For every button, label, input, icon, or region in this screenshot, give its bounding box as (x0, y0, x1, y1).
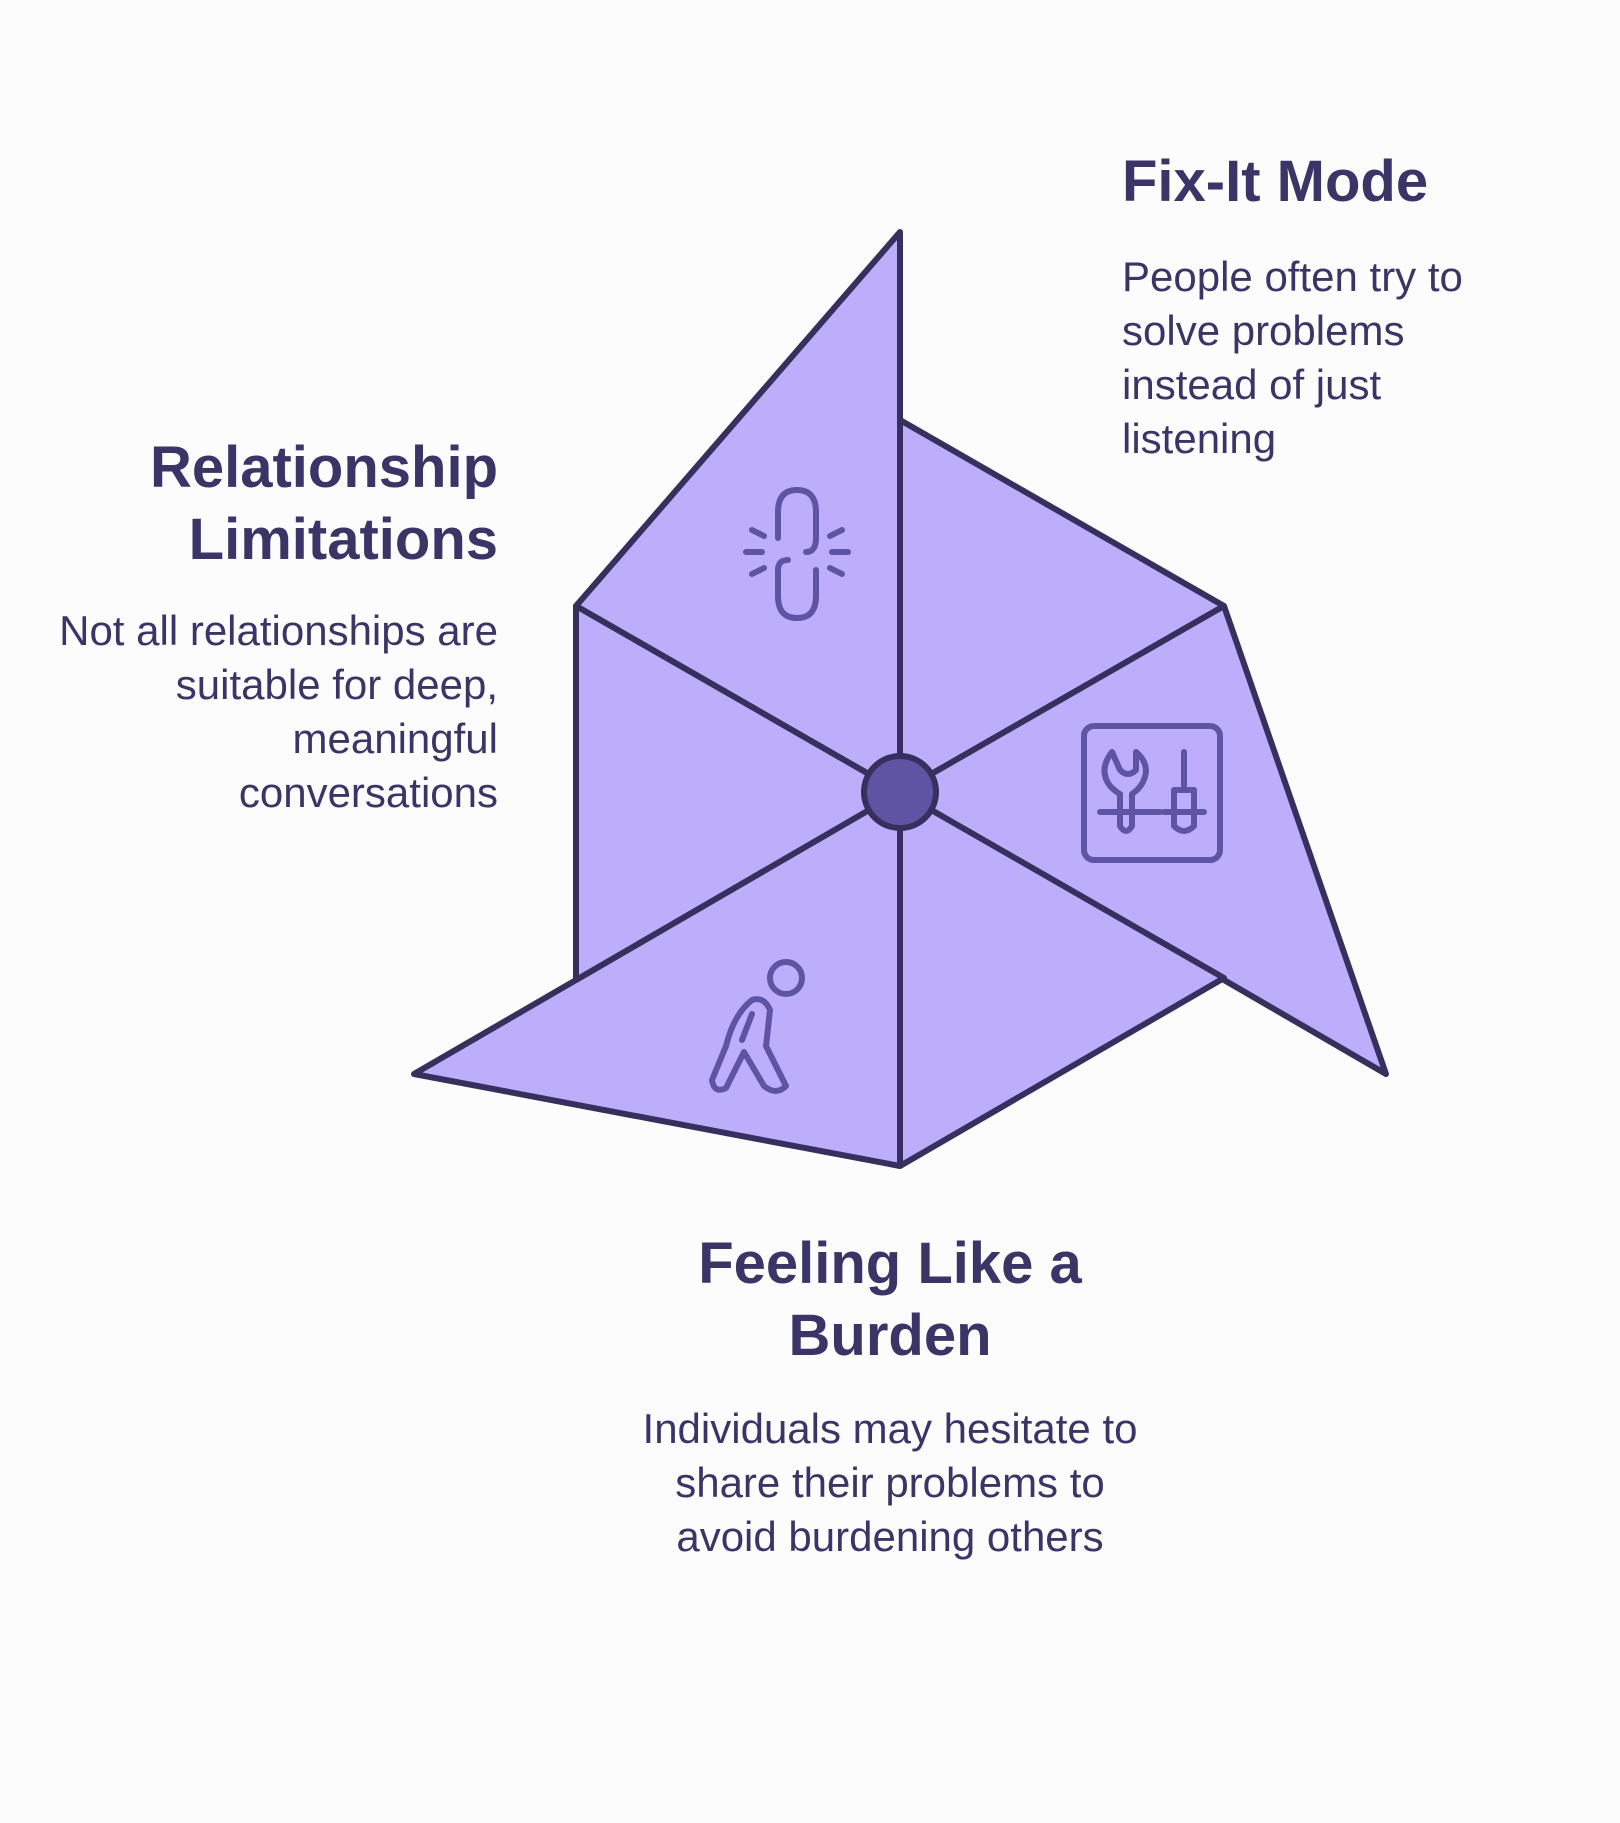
feeling-like-a-burden-description: Individuals may hesitate to share their … (642, 1405, 1138, 1560)
feeling-like-a-burden-title: Feeling Like a Burden (698, 1231, 1082, 1368)
tools-icon (1081, 723, 1223, 863)
relationship-limitations-description: Not all relationships are suitable for d… (59, 607, 498, 816)
fix-it-mode-title: Fix-It Mode (1122, 149, 1429, 214)
fix-it-mode-block: Fix-It Mode People often try to solve pr… (1122, 146, 1542, 466)
broken-chain-icon (743, 487, 851, 621)
pinwheel-hub (861, 753, 939, 831)
feeling-like-a-burden-block: Feeling Like a Burden Individuals may he… (630, 1228, 1150, 1564)
burdened-person-icon (709, 959, 805, 1094)
relationship-limitations-block: Relationship Limitations Not all relatio… (40, 432, 498, 820)
relationship-limitations-title: Relationship Limitations (149, 435, 498, 572)
pinwheel-blade-left (573, 603, 903, 983)
fix-it-mode-description: People often try to solve problems inste… (1122, 253, 1463, 462)
